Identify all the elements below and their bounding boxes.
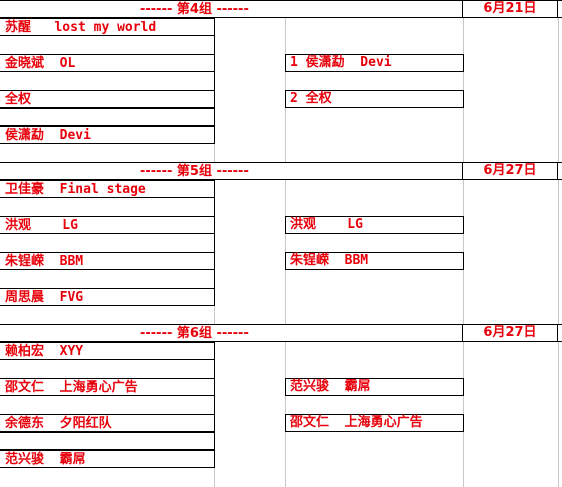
grid-column-line <box>558 0 559 487</box>
player-label: 全权 <box>5 92 32 107</box>
player-label: 周思晨 FVG <box>5 290 84 305</box>
player-label: 金晓斌 OL <box>5 56 76 71</box>
advancer-cell[interactable]: 洪观 LG <box>285 216 464 234</box>
player-label: 侯潇勐 Devi <box>5 128 91 143</box>
player-label: 洪观 LG <box>5 218 78 233</box>
player-cell[interactable]: 范兴骏 霸屌 <box>0 450 215 468</box>
group-title: ------ 第4组 ------ <box>140 2 249 17</box>
empty-cell[interactable] <box>0 270 215 288</box>
empty-cell[interactable] <box>0 72 215 90</box>
match-date: 6月27日 <box>462 162 558 180</box>
player-cell[interactable]: 侯潇勐 Devi <box>0 126 215 144</box>
empty-cell[interactable] <box>0 396 215 414</box>
grid-column-line <box>463 0 464 487</box>
group-header: ------ 第6组 ------ 6月27日 <box>0 324 562 342</box>
player-cell[interactable]: 余德东 夕阳红队 <box>0 414 215 432</box>
empty-cell[interactable] <box>0 234 215 252</box>
player-label: 朱锃嵘 BBM <box>5 254 84 269</box>
match-date: 6月27日 <box>462 324 558 342</box>
player-cell[interactable]: 洪观 LG <box>0 216 215 234</box>
advancer-cell[interactable]: 2 全权 <box>285 90 464 108</box>
player-cell[interactable]: 赖柏宏 XYY <box>0 342 215 360</box>
group-4: ------ 第4组 ------ 6月21日 苏醒 lost my world… <box>0 0 562 162</box>
advancer-cell[interactable]: 范兴骏 霸屌 <box>285 378 464 396</box>
advancer-cell[interactable]: 朱锃嵘 BBM <box>285 252 464 270</box>
empty-cell[interactable] <box>0 198 215 216</box>
advancer-label: 1 侯潇勐 Devi <box>290 55 392 70</box>
advancer-label: 范兴骏 霸屌 <box>290 379 371 394</box>
player-cell[interactable]: 朱锃嵘 BBM <box>0 252 215 270</box>
empty-cell[interactable] <box>0 36 215 54</box>
player-cell[interactable]: 金晓斌 OL <box>0 54 215 72</box>
group-title: ------ 第5组 ------ <box>140 164 249 179</box>
player-label: 范兴骏 霸屌 <box>5 452 86 467</box>
empty-cell[interactable] <box>0 360 215 378</box>
player-label: 卫佳豪 Final stage <box>5 182 146 197</box>
empty-cell[interactable] <box>0 432 215 450</box>
empty-cell[interactable] <box>0 108 215 126</box>
advancer-cell[interactable]: 邵文仁 上海勇心广告 <box>285 414 464 432</box>
advancer-label: 邵文仁 上海勇心广告 <box>290 415 423 430</box>
advancer-label: 2 全权 <box>290 91 332 106</box>
advancer-label: 朱锃嵘 BBM <box>290 253 369 268</box>
group-5: ------ 第5组 ------ 6月27日 卫佳豪 Final stage … <box>0 162 562 324</box>
match-date: 6月21日 <box>462 0 558 18</box>
player-cell[interactable]: 卫佳豪 Final stage <box>0 180 215 198</box>
player-label: 赖柏宏 XYY <box>5 344 84 359</box>
grid-column-line <box>285 0 286 487</box>
group-6: ------ 第6组 ------ 6月27日 赖柏宏 XYY 邵文仁 上海勇心… <box>0 324 562 486</box>
group-header: ------ 第5组 ------ 6月27日 <box>0 162 562 180</box>
player-cell[interactable]: 苏醒 lost my world <box>0 18 215 36</box>
player-cell[interactable]: 周思晨 FVG <box>0 288 215 306</box>
player-label: 余德东 夕阳红队 <box>5 416 112 431</box>
advancer-label: 洪观 LG <box>290 217 363 232</box>
player-cell[interactable]: 邵文仁 上海勇心广告 <box>0 378 215 396</box>
player-label: 苏醒 lost my world <box>5 20 157 35</box>
group-header: ------ 第4组 ------ 6月21日 <box>0 0 562 18</box>
player-label: 邵文仁 上海勇心广告 <box>5 380 138 395</box>
advancer-cell[interactable]: 1 侯潇勐 Devi <box>285 54 464 72</box>
group-title: ------ 第6组 ------ <box>140 326 249 341</box>
player-cell[interactable]: 全权 <box>0 90 215 108</box>
